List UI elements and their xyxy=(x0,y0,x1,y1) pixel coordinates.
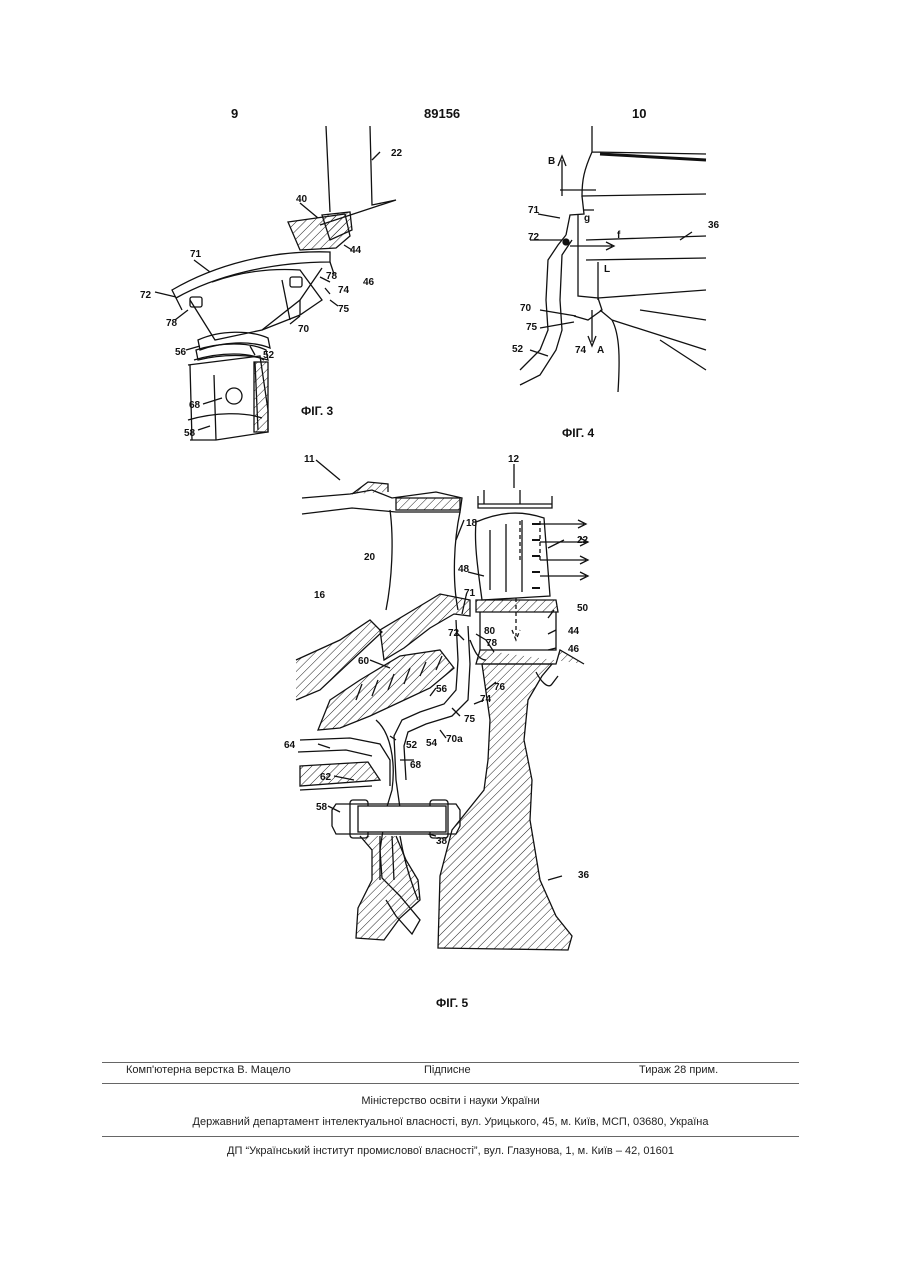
svg-text:70a: 70a xyxy=(446,734,463,745)
svg-text:74: 74 xyxy=(575,345,587,356)
svg-text:78: 78 xyxy=(326,271,338,282)
figure-5-caption: ФІГ. 5 xyxy=(436,996,469,1010)
figure-5 xyxy=(296,460,588,950)
svg-text:75: 75 xyxy=(338,304,350,315)
svg-text:40: 40 xyxy=(296,194,308,205)
svg-text:68: 68 xyxy=(189,400,201,411)
svg-text:A: A xyxy=(597,345,604,356)
svg-text:72: 72 xyxy=(140,290,152,301)
svg-text:L: L xyxy=(604,264,610,275)
svg-text:80: 80 xyxy=(484,626,496,637)
svg-text:78: 78 xyxy=(166,318,178,329)
svg-text:71: 71 xyxy=(190,249,202,260)
figure-3-caption: ФІГ. 3 xyxy=(301,404,334,418)
svg-text:70: 70 xyxy=(298,324,310,335)
svg-text:36: 36 xyxy=(708,220,720,231)
svg-text:68: 68 xyxy=(410,760,422,771)
svg-text:22: 22 xyxy=(577,535,589,546)
figure-4-caption: ФІГ. 4 xyxy=(562,426,595,440)
institute-line: ДП “Український інститут промислової вла… xyxy=(102,1145,799,1157)
svg-text:56: 56 xyxy=(436,684,448,695)
svg-text:18: 18 xyxy=(466,518,478,529)
svg-text:75: 75 xyxy=(464,714,476,725)
figure-4-labels: B 71 g 36 72 f L 70 75 52 74 A ФІГ. 4 xyxy=(512,156,720,440)
svg-text:58: 58 xyxy=(316,802,328,813)
svg-text:11: 11 xyxy=(304,454,315,465)
svg-text:58: 58 xyxy=(184,428,196,439)
svg-text:46: 46 xyxy=(363,277,375,288)
svg-text:54: 54 xyxy=(426,738,438,749)
footer-rule-middle xyxy=(102,1083,799,1084)
svg-text:20: 20 xyxy=(364,552,376,563)
svg-text:70: 70 xyxy=(520,303,532,314)
svg-text:B: B xyxy=(548,156,555,167)
svg-text:46: 46 xyxy=(568,644,580,655)
svg-text:64: 64 xyxy=(284,740,296,751)
svg-text:52: 52 xyxy=(406,740,418,751)
svg-text:52: 52 xyxy=(512,344,524,355)
svg-text:g: g xyxy=(584,213,590,224)
svg-text:50: 50 xyxy=(577,603,589,614)
svg-text:44: 44 xyxy=(350,245,362,256)
svg-text:44: 44 xyxy=(568,626,580,637)
svg-text:12: 12 xyxy=(508,454,520,465)
typesetter-credit: Комп'ютерна верстка В. Мацело xyxy=(126,1064,291,1076)
svg-text:38: 38 xyxy=(436,836,448,847)
svg-text:74: 74 xyxy=(338,285,350,296)
svg-text:48: 48 xyxy=(458,564,470,575)
print-run: Тираж 28 прим. xyxy=(639,1064,718,1076)
svg-text:36: 36 xyxy=(578,870,590,881)
department-line: Державний департамент інтелектуальної вл… xyxy=(102,1116,799,1128)
svg-text:71: 71 xyxy=(464,588,476,599)
svg-text:52: 52 xyxy=(263,350,275,361)
ministry-line: Міністерство освіти і науки України xyxy=(102,1095,799,1107)
footer-rule-bottom xyxy=(102,1136,799,1137)
subscription-note: Підписне xyxy=(424,1064,471,1076)
svg-text:74: 74 xyxy=(480,694,492,705)
svg-text:72: 72 xyxy=(448,628,460,639)
svg-text:16: 16 xyxy=(314,590,326,601)
svg-text:75: 75 xyxy=(526,322,538,333)
svg-text:62: 62 xyxy=(320,772,332,783)
svg-text:60: 60 xyxy=(358,656,370,667)
footer-rule-top xyxy=(102,1062,799,1063)
footer-row: Комп'ютерна верстка В. Мацело Підписне Т… xyxy=(102,1064,799,1080)
svg-text:78: 78 xyxy=(486,638,498,649)
figure-3 xyxy=(155,126,396,440)
svg-text:76: 76 xyxy=(494,682,506,693)
svg-text:71: 71 xyxy=(528,205,540,216)
svg-text:56: 56 xyxy=(175,347,187,358)
svg-text:22: 22 xyxy=(391,148,403,159)
figure-3-labels: 22 40 44 46 71 78 72 74 78 75 70 56 52 6… xyxy=(140,148,403,439)
svg-text:72: 72 xyxy=(528,232,540,243)
